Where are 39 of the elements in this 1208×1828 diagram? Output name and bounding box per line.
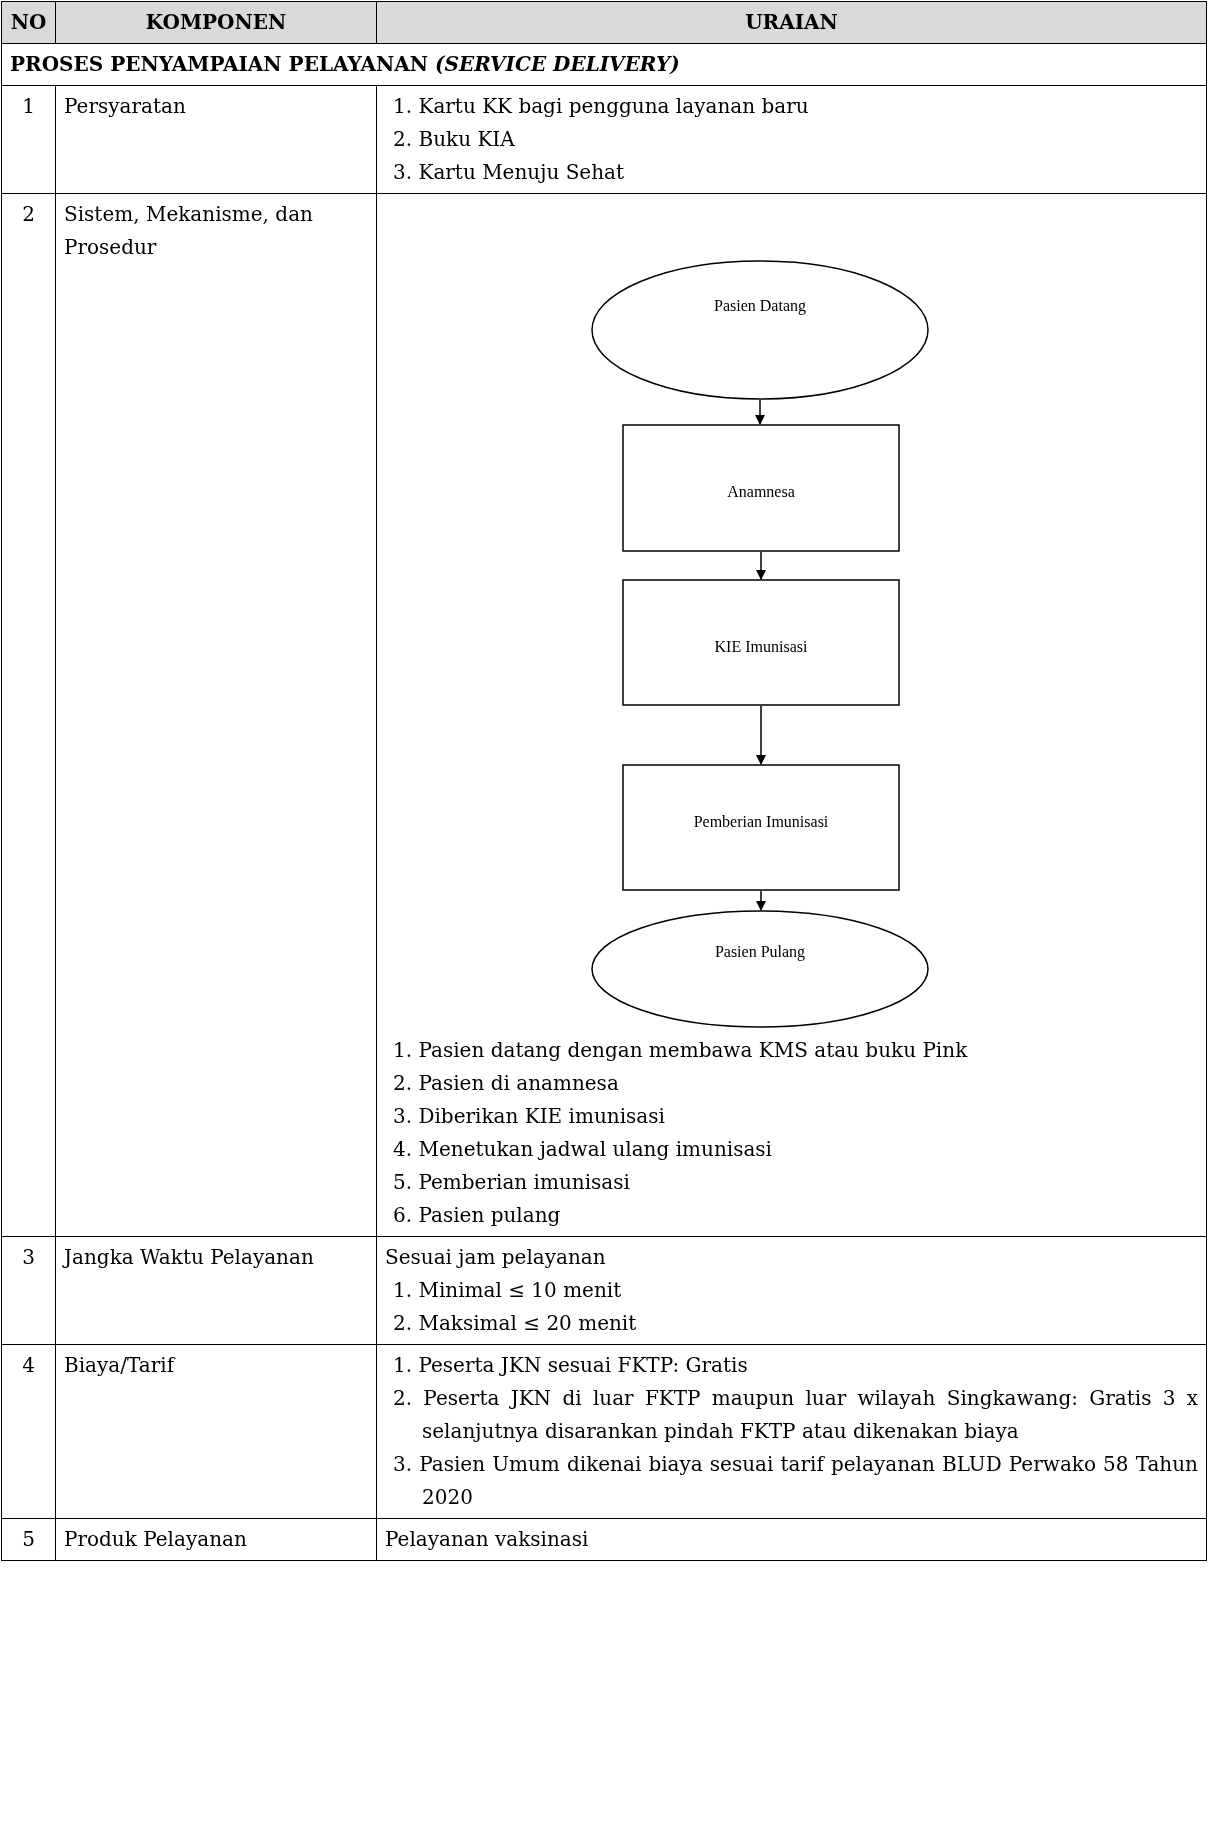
list-item: 3. Kartu Menuju Sehat — [392, 159, 626, 186]
process-box: Pemberian Imunisasi — [622, 764, 900, 891]
list-item: 3. Pasien Umum dikenai biaya sesuai tarif pelayanan BLUD Perwako 58 Tahun 2020 — [392, 1451, 1198, 1511]
list-item: 2. Buku KIA — [392, 126, 516, 153]
component-label: Sistem, Mekanisme, dan Prosedur — [55, 193, 377, 1237]
arrow — [756, 705, 766, 765]
list-item: 1. Peserta JKN sesuai FKTP: Gratis — [392, 1352, 749, 1379]
list-item: 1. Minimal ≤ 10 menit — [392, 1277, 623, 1304]
list-item: 3. Diberikan KIE imunisasi — [392, 1103, 666, 1130]
list-item: 1. Kartu KK bagi pengguna layanan baru — [392, 93, 810, 120]
description-text: Sesuai jam pelayanan — [385, 1244, 607, 1271]
arrow — [756, 551, 766, 580]
process-box: Anamnesa — [622, 424, 900, 552]
arrow — [756, 890, 766, 911]
arrow — [755, 399, 765, 425]
list-item: 2. Pasien di anamnesa — [392, 1070, 620, 1097]
column-header: URAIAN — [376, 1, 1207, 44]
row-number: 3 — [1, 1236, 56, 1345]
list-item: 2. Peserta JKN di luar FKTP maupun luar wilayah Singkawang: Gratis 3 x selanjutnya disarankan pindah FKTP atau dikenakan biaya — [392, 1385, 1198, 1445]
component-label: Produk Pelayanan — [55, 1518, 377, 1561]
list-item: 2. Maksimal ≤ 20 menit — [392, 1310, 638, 1337]
column-header: KOMPONEN — [55, 1, 377, 44]
list-item: 5. Pemberian imunisasi — [392, 1169, 631, 1196]
component-label: Persyaratan — [55, 85, 377, 194]
terminal-ellipse: Pasien Datang — [591, 260, 929, 400]
row-number: 5 — [1, 1518, 56, 1561]
row-number: 2 — [1, 193, 56, 1237]
component-label: Jangka Waktu Pelayanan — [55, 1236, 377, 1345]
column-header: NO — [1, 1, 56, 44]
row-number: 4 — [1, 1344, 56, 1519]
component-label: Biaya/Tarif — [55, 1344, 377, 1519]
list-item: 1. Pasien datang dengan membawa KMS atau buku Pink — [392, 1037, 969, 1064]
process-box: KIE Imunisasi — [622, 579, 900, 706]
list-item: 4. Menetukan jadwal ulang imunisasi — [392, 1136, 773, 1163]
description-text: Pelayanan vaksinasi — [376, 1518, 1207, 1561]
list-item: 6. Pasien pulang — [392, 1202, 562, 1229]
terminal-ellipse: Pasien Pulang — [591, 910, 929, 1028]
row-number: 1 — [1, 85, 56, 194]
section-heading: PROSES PENYAMPAIAN PELAYANAN (SERVICE DELIVERY) — [1, 43, 1207, 86]
